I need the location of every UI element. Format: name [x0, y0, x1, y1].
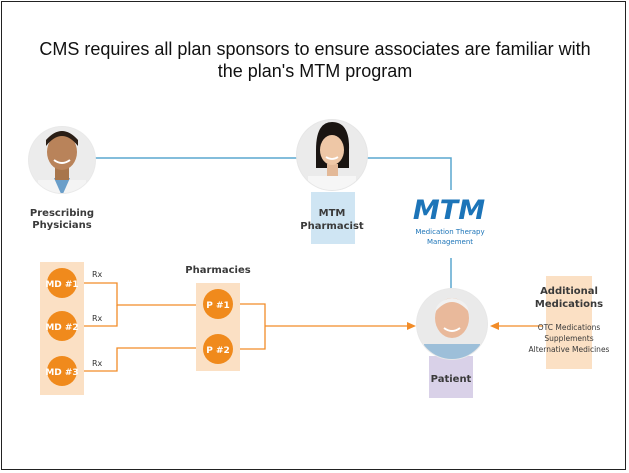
pharmacies-label: Pharmacies — [185, 265, 250, 276]
rx-label-2: Rx — [92, 314, 103, 323]
md-node-1: MD #1 — [45, 268, 79, 298]
pharmacy-label-2: P #2 — [206, 346, 230, 356]
physician-portrait — [28, 126, 96, 194]
additional-medications-box — [546, 276, 592, 369]
rx-label-3: Rx — [92, 359, 103, 368]
patient-portrait — [416, 288, 488, 360]
pharmacy-patient-bracket — [240, 303, 266, 350]
md-node-3: MD #3 — [45, 356, 79, 386]
additional-item-supplements: Supplements — [544, 334, 593, 343]
prescribing-label: Prescribing — [30, 208, 94, 219]
rx-connector-2 — [84, 305, 118, 327]
pharmacist-label-line2: Pharmacist — [300, 221, 364, 232]
pharmacy-node-1: P #1 — [203, 289, 233, 319]
mtm-sub-line1: Medication Therapy — [415, 228, 484, 236]
rx-label-1: Rx — [92, 270, 103, 279]
pharmacist-label-line1: MTM — [319, 208, 346, 219]
pharmacist-portrait — [296, 119, 368, 191]
additional-label: Additional — [540, 286, 598, 297]
rx-connector-1 — [84, 282, 196, 306]
slide-title: CMS requires all plan sponsors to ensure… — [39, 39, 591, 81]
patient-label-box — [429, 356, 473, 398]
mtm-logo: MTM — [413, 195, 485, 226]
md-node-2: MD #2 — [45, 311, 79, 341]
arrow-to-patient-icon — [407, 322, 416, 330]
pharmacist-label-box — [311, 192, 355, 244]
pharmacist-mtm-connector — [367, 157, 452, 190]
medications-label: Medications — [535, 299, 603, 310]
arrow-from-additional-icon — [490, 322, 499, 330]
rx-connector-3 — [84, 347, 196, 372]
md-label-2: MD #2 — [45, 323, 78, 333]
physicians-label: Physicians — [32, 220, 92, 231]
mtm-sub-line2: Management — [427, 238, 473, 246]
additional-item-otc: OTC Medications — [538, 323, 601, 332]
pharmacy-label-1: P #1 — [206, 301, 230, 311]
additional-item-alternative: Alternative Medicines — [529, 345, 610, 354]
md-label-1: MD #1 — [45, 280, 78, 290]
md-label-3: MD #3 — [45, 368, 78, 378]
pharmacy-node-2: P #2 — [203, 334, 233, 364]
patient-label: Patient — [431, 374, 472, 385]
